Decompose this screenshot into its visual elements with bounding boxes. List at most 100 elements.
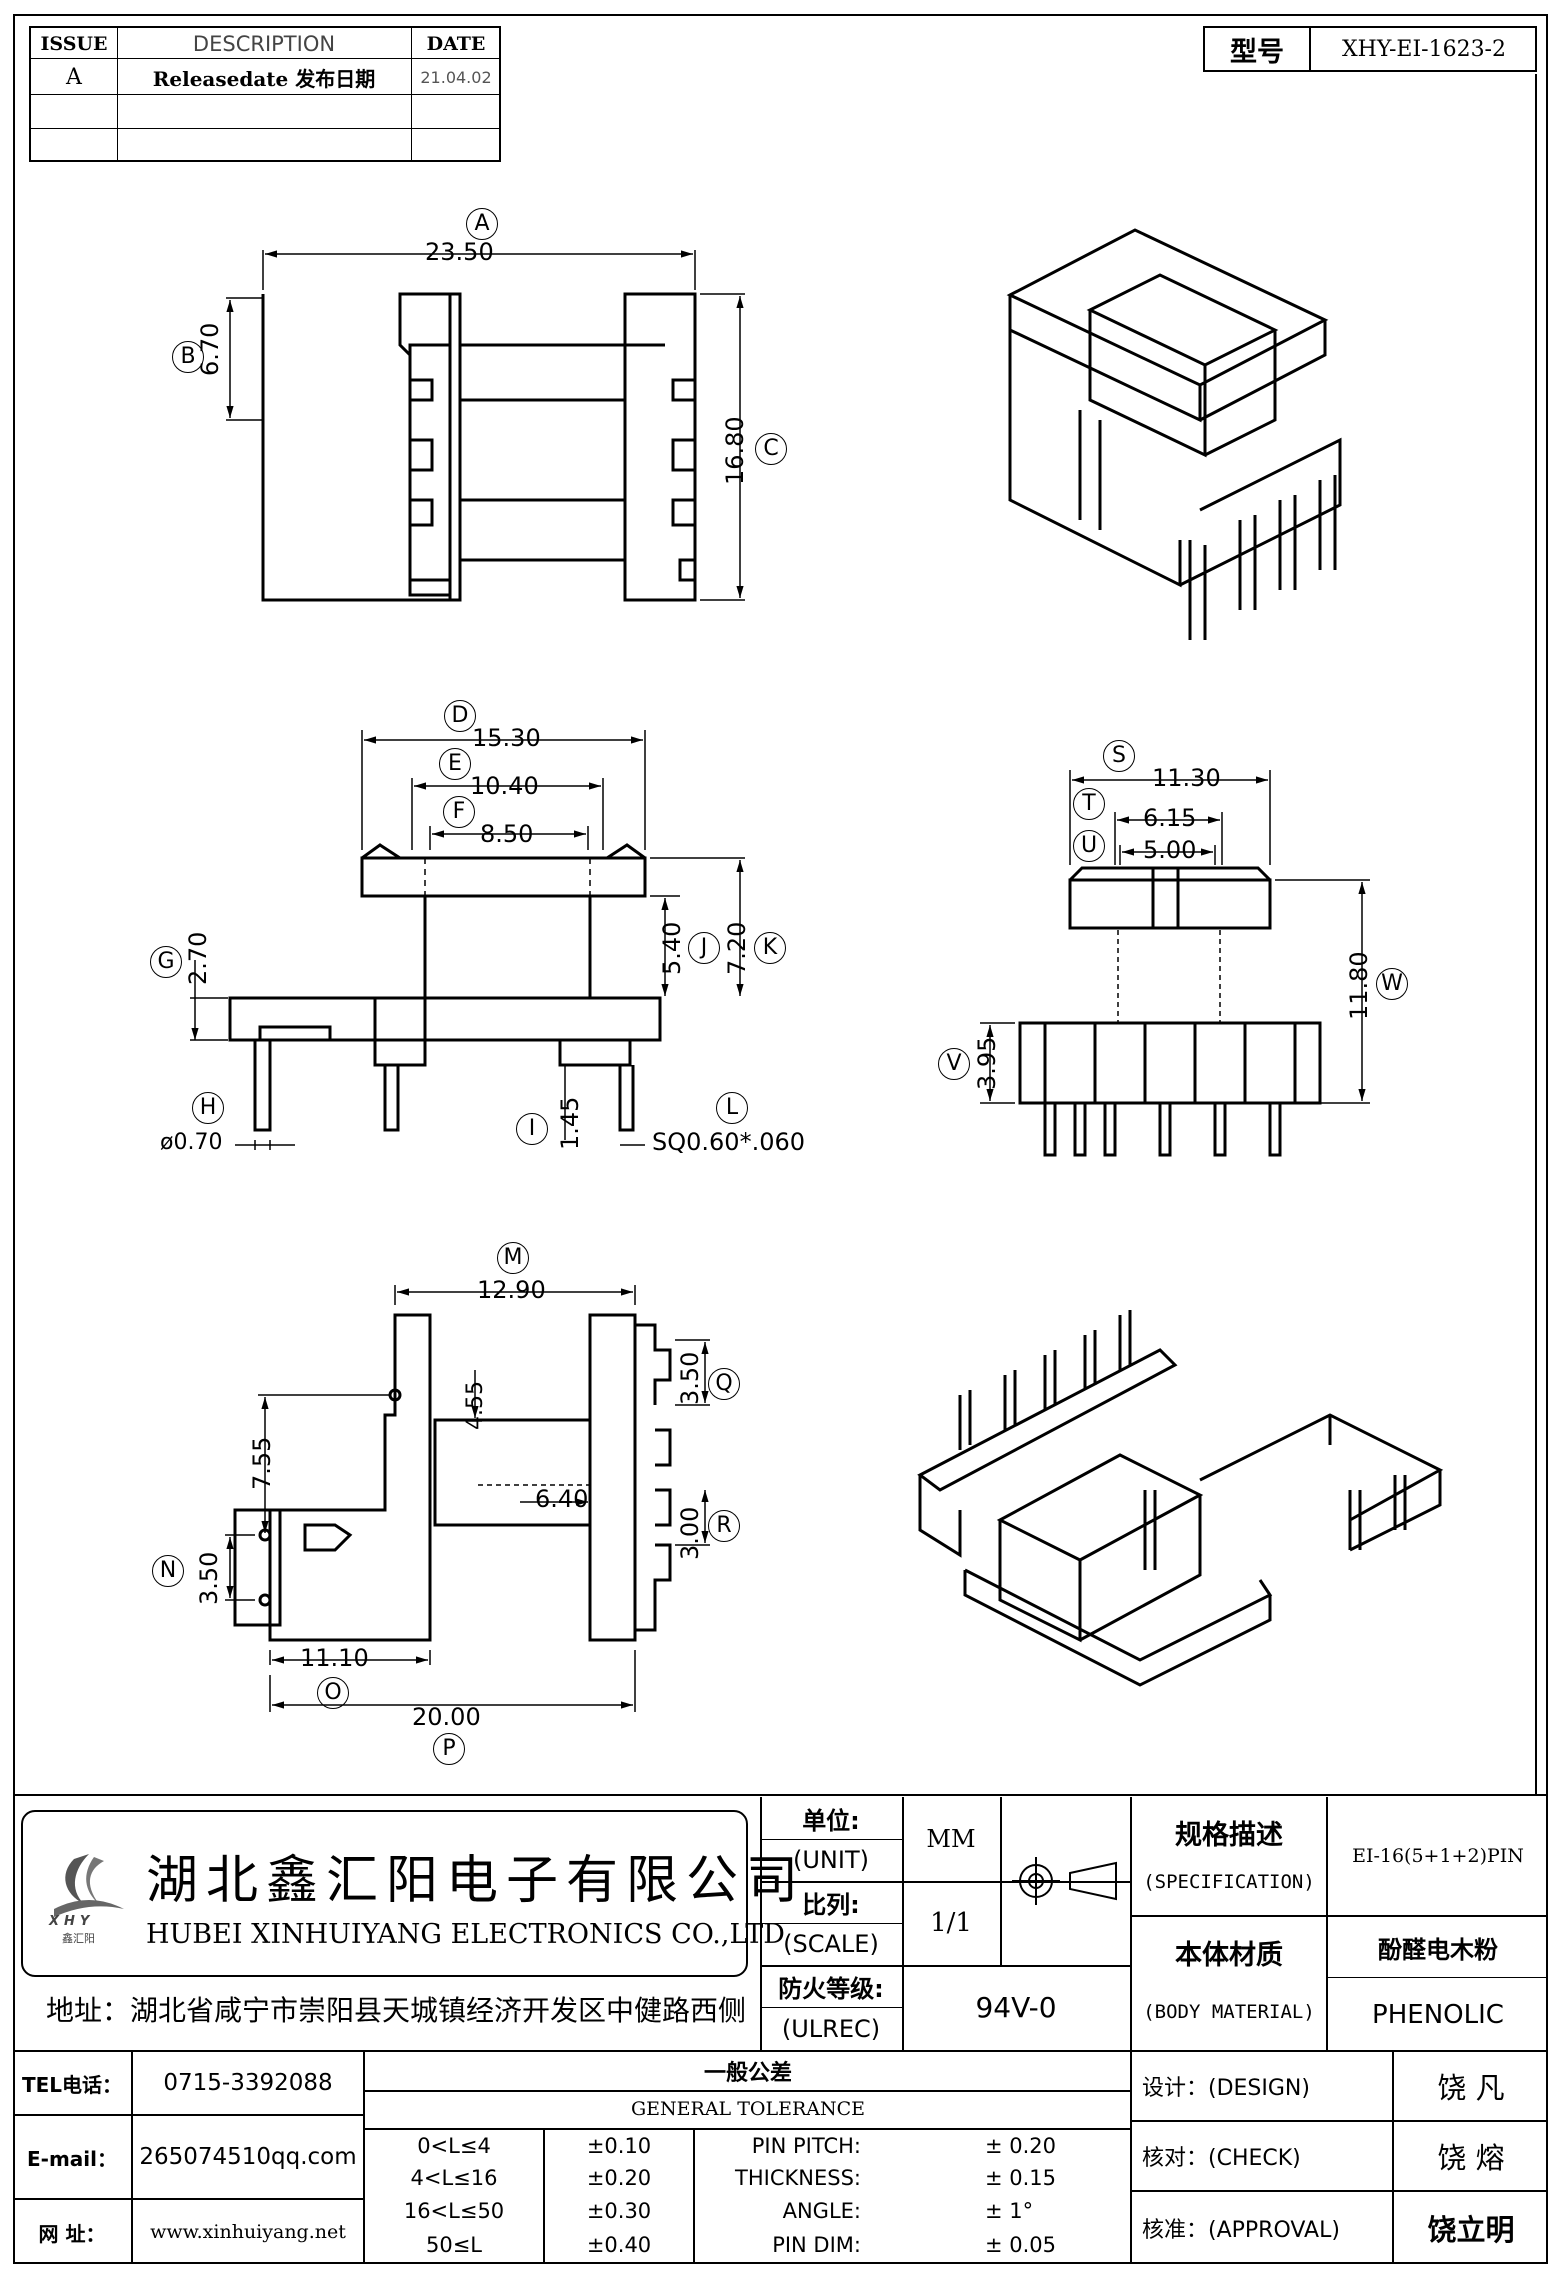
tolerance-spec-value-4: ± 0.05	[985, 2233, 1057, 2257]
check-label: 核对：(CHECK)	[1142, 2146, 1301, 2171]
spec-label-en: (SPECIFICATION)	[1143, 1871, 1315, 1893]
tolerance-title-cn: 一般公差	[703, 2061, 792, 2086]
company-name-en: HUBEI XINHUIYANG ELECTRONICS CO.,LTD	[146, 1919, 785, 1950]
isometric-view-bottom	[917, 1310, 1444, 1687]
top-view-dims	[226, 250, 745, 601]
dim-N-letter: N	[152, 1555, 184, 1587]
approval-name: 饶立明	[1427, 2213, 1515, 2247]
dim-H-value: ø0.70	[160, 1130, 223, 1155]
revision-table: ISSUE DESCRIPTION DATE A Releasedate 发布日…	[29, 26, 501, 162]
web-value: www.xinhuiyang.net	[150, 2221, 346, 2243]
drawing-frame	[13, 14, 1548, 2264]
dim-A-letter: A	[466, 208, 498, 240]
approval-label: 核准：(APPROVAL)	[1142, 2218, 1340, 2243]
dim-V-letter: V	[938, 1048, 970, 1080]
dim-R-letter: R	[708, 1510, 740, 1542]
dim-J-value: 5.40	[658, 921, 686, 975]
dim-U-value: 5.00	[1143, 836, 1197, 864]
front-view-hidden	[424, 858, 591, 998]
bottom-view-dims	[225, 1285, 710, 1712]
dim-F-letter: F	[443, 796, 475, 828]
tolerance-title-en: GENERAL TOLERANCE	[630, 2098, 866, 2120]
email-value: 265074510qq.com	[139, 2144, 357, 2170]
front-view-dims	[190, 730, 745, 1150]
dim-N-value: 3.50	[195, 1551, 223, 1605]
company-logo-subtext: 鑫汇阳	[62, 1932, 95, 1945]
model-label: 型号	[1230, 36, 1284, 68]
dim-O-value: 11.10	[300, 1644, 369, 1672]
dim-S-value: 11.30	[1152, 764, 1221, 792]
dim-H-letter: H	[192, 1092, 224, 1124]
unit-label-cn: 单位:	[802, 1806, 860, 1835]
tolerance-range-1: 0<L≤4	[417, 2134, 491, 2158]
company-name-cn: 湖北鑫汇阳电子有限公司	[146, 1851, 807, 1911]
title-block: XHY 鑫汇阳 湖北鑫汇阳电子有限公司 HUBEI XINHUIYANG ELE…	[13, 1797, 1548, 2264]
tolerance-range-2: 4<L≤16	[410, 2166, 498, 2190]
material-value-en: PHENOLIC	[1372, 1999, 1504, 2030]
revision-header-description: DESCRIPTION	[192, 32, 336, 56]
dim-M-letter: M	[497, 1242, 529, 1274]
dim-W-letter: W	[1376, 968, 1408, 1000]
dim-U-letter: U	[1073, 830, 1105, 862]
tolerance-spec-value-1: ± 0.20	[985, 2134, 1057, 2158]
ul-label-en: (ULREC)	[781, 2014, 881, 2043]
frame-title-divider	[13, 1794, 1548, 1796]
revision-header-issue: ISSUE	[40, 33, 108, 55]
design-label: 设计：(DESIGN)	[1142, 2076, 1310, 2101]
spec-label-cn: 规格描述	[1175, 1819, 1283, 1851]
tolerance-range-3: 16<L≤50	[403, 2199, 505, 2223]
tolerance-value-3: ±0.30	[586, 2199, 652, 2223]
tolerance-value-2: ±0.20	[586, 2166, 652, 2190]
dim-I-letter: I	[516, 1113, 548, 1145]
bottom-view	[233, 1313, 672, 1642]
tolerance-spec-label-3: ANGLE:	[782, 2199, 861, 2223]
dim-F-value: 8.50	[480, 820, 534, 848]
dim-R-value: 3.00	[676, 1506, 704, 1560]
unit-value: MM	[926, 1825, 976, 1853]
top-view	[261, 292, 697, 602]
company-logo-text: XHY	[49, 1914, 95, 1929]
dim-extra-4-55: 4.55	[463, 1381, 488, 1430]
revision-date: 21.04.02	[420, 67, 492, 87]
front-view	[228, 843, 662, 1132]
material-label-cn: 本体材质	[1175, 1939, 1283, 1971]
dim-extra-7-55: 7.55	[248, 1436, 276, 1490]
tel-label: TEL电话：	[21, 2072, 123, 2097]
dim-S-letter: S	[1103, 740, 1135, 772]
company-address: 地址：湖北省咸宁市崇阳县天城镇经济开发区中健路西侧	[46, 1994, 747, 2027]
company-logo: XHY 鑫汇阳	[44, 1849, 134, 1949]
approval-grid: 设计：(DESIGN) 饶 凡 核对：(CHECK) 饶 熔 核准：(APPRO…	[1132, 2052, 1548, 2264]
dim-W-value: 11.80	[1345, 951, 1373, 1020]
tolerance-value-4: ±0.40	[586, 2233, 652, 2257]
dim-D-value: 15.30	[472, 724, 541, 752]
spec-value: EI-16(5+1+2)PIN	[1352, 1845, 1524, 1867]
dim-T-letter: T	[1073, 788, 1105, 820]
check-name: 饶 熔	[1437, 2141, 1505, 2175]
frame-right-line	[1535, 74, 1537, 1794]
dim-G-value: 2.70	[184, 931, 212, 985]
dim-T-value: 6.15	[1143, 804, 1197, 832]
projection-symbol-icon	[1004, 1797, 1130, 1965]
contact-grid: TEL电话： 0715-3392088 E-mail： 265074510qq.…	[13, 2052, 363, 2264]
model-box: 型号 XHY-EI-1623-2	[1203, 26, 1537, 72]
dim-C-value: 16.80	[721, 416, 749, 485]
tolerance-value-1: ±0.10	[586, 2134, 652, 2158]
tolerance-range-4: 50≤L	[425, 2233, 483, 2257]
unit-label-en: (UNIT)	[793, 1846, 869, 1874]
company-name-box	[21, 1810, 748, 1977]
dim-P-value: 20.00	[412, 1703, 481, 1731]
tolerance-grid: 一般公差 GENERAL TOLERANCE 0<L≤4 4<L≤16 16<L…	[365, 2052, 1131, 2264]
dim-O-letter: O	[317, 1677, 349, 1709]
tolerance-spec-label-2: THICKNESS:	[735, 2166, 861, 2190]
dim-C-letter: C	[755, 433, 787, 465]
tolerance-spec-label-1: PIN PITCH:	[751, 2134, 861, 2158]
tolerance-spec-value-2: ± 0.15	[985, 2166, 1057, 2190]
dim-E-value: 10.40	[470, 772, 539, 800]
side-view-dims	[980, 770, 1370, 1104]
scale-label-en: (SCALE)	[783, 1930, 879, 1958]
revision-issue: A	[66, 64, 82, 90]
dim-M-value: 12.90	[477, 1276, 546, 1304]
model-number: XHY-EI-1623-2	[1342, 36, 1506, 62]
material-value-cn: 酚醛电木粉	[1378, 1935, 1498, 1964]
dim-K-value: 7.20	[723, 921, 751, 975]
